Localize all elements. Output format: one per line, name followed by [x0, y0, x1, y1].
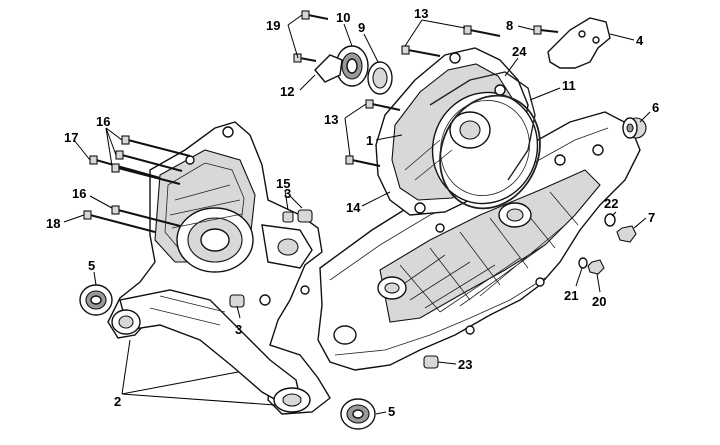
callout-13-mid: 13	[324, 112, 338, 127]
callout-21: 21	[564, 288, 578, 303]
bushing-6	[622, 117, 647, 139]
callout-13-top: 13	[414, 6, 428, 21]
gasket-ring	[439, 94, 541, 210]
callout-15: 15	[276, 176, 290, 191]
bolt-7	[616, 225, 637, 243]
callout-3-lower: 3	[235, 322, 242, 337]
callout-16-top: 16	[96, 114, 110, 129]
callout-7: 7	[648, 210, 655, 225]
callout-19: 19	[266, 18, 280, 33]
oil-seal-9	[367, 61, 393, 95]
callout-8: 8	[506, 18, 513, 33]
gasket-plate	[429, 71, 536, 181]
washer-22	[604, 213, 616, 227]
callout-17: 17	[64, 130, 78, 145]
callout-6: 6	[652, 100, 659, 115]
callout-10: 10	[336, 10, 350, 25]
screws-13-top	[401, 25, 501, 57]
callout-3-upper: 3	[284, 186, 291, 201]
callout-22: 22	[604, 196, 618, 211]
retaining-plate-12	[314, 54, 343, 83]
washer-21	[578, 257, 588, 269]
callout-12: 12	[280, 84, 294, 99]
callout-24: 24	[512, 44, 527, 59]
right-crankcase-half	[317, 111, 641, 371]
callout-5-bottom: 5	[388, 404, 395, 419]
callout-4: 4	[636, 33, 644, 48]
callout-11: 11	[562, 78, 576, 93]
dowel-15	[282, 211, 294, 223]
left-crankcase-half	[107, 121, 331, 415]
bearing-5-left	[79, 284, 113, 316]
callout-18: 18	[46, 216, 60, 231]
callout-1: 1	[366, 133, 373, 148]
screws-19	[293, 10, 329, 63]
cover-plate-4	[547, 17, 611, 69]
bearing-5-right	[340, 398, 376, 430]
screws-13-mid	[345, 99, 401, 167]
callout-20: 20	[592, 294, 606, 309]
callout-labels: 1 2 3 3 4 5 5 6 7 8 9 10 11 12 13 13 14 …	[46, 6, 659, 419]
callout-16-lower: 16	[72, 186, 86, 201]
callout-23: 23	[458, 357, 472, 372]
callout-14: 14	[346, 200, 361, 215]
dowel-3-upper	[297, 209, 313, 223]
dowel-23	[423, 355, 439, 369]
dowel-3-lower	[229, 294, 245, 308]
callout-5-left: 5	[88, 258, 95, 273]
screw-8	[533, 25, 559, 35]
callout-9: 9	[358, 20, 365, 35]
callout-2: 2	[114, 394, 121, 409]
leader-lines	[63, 14, 651, 415]
bolt-20	[587, 259, 605, 275]
